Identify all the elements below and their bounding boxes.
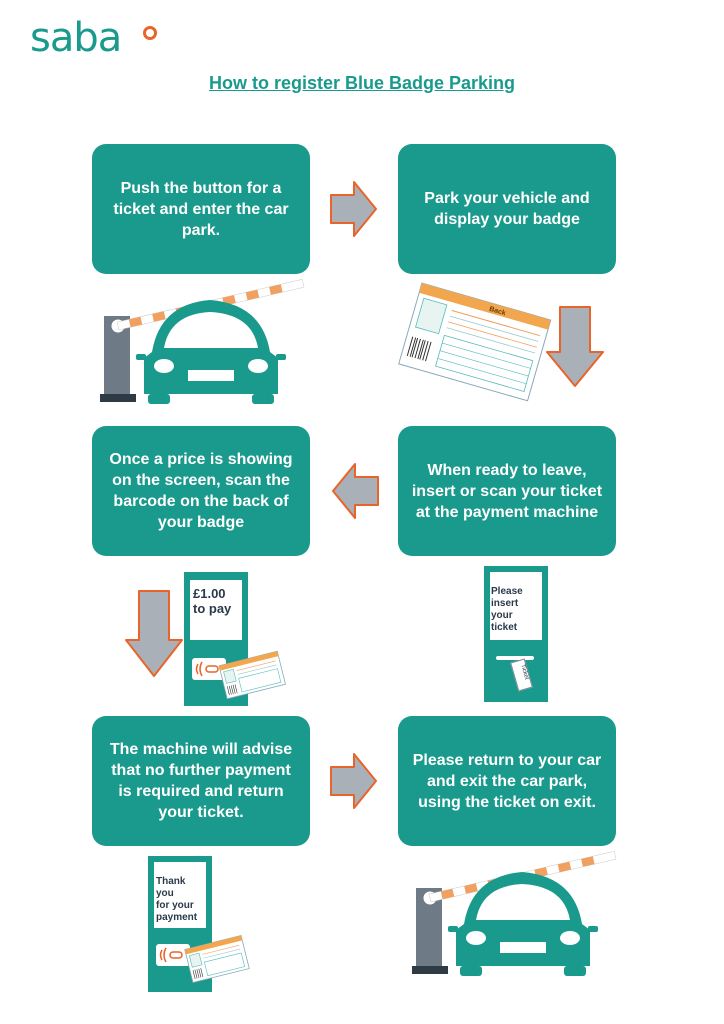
ticket-label: Ticket bbox=[519, 663, 530, 681]
machine-screen: Thank you for your payment bbox=[154, 862, 206, 928]
machine-screen: Please insert your ticket bbox=[490, 572, 542, 640]
step-6-text: Please return to your car and exit the c… bbox=[412, 751, 602, 811]
insert-line-2: insert bbox=[491, 598, 519, 609]
step-1-text: Push the button for a ticket and enter t… bbox=[113, 179, 289, 239]
arrow-left-icon bbox=[332, 463, 379, 519]
step-3-text: When ready to leave, insert or scan your… bbox=[411, 461, 603, 521]
contactless-reader bbox=[192, 658, 226, 680]
car-barrier-illustration bbox=[412, 851, 617, 976]
saba-logo: saba bbox=[30, 15, 122, 61]
thanks-line-1: Thank you bbox=[156, 876, 186, 899]
payment-machine-thanks: Thank you for your payment bbox=[148, 856, 212, 992]
thanks-line-2: for your bbox=[156, 900, 194, 911]
logo-dot-icon bbox=[143, 26, 157, 40]
insert-line-3: your ticket bbox=[491, 610, 518, 633]
arrow-right-icon bbox=[330, 181, 377, 237]
car-barrier-illustration bbox=[100, 279, 305, 404]
ticket-slot bbox=[496, 656, 534, 660]
arrow-down-icon bbox=[125, 590, 183, 677]
contactless-icon bbox=[159, 947, 183, 963]
price-label: to pay bbox=[193, 601, 232, 616]
step-1-box: Push the button for a ticket and enter t… bbox=[92, 144, 310, 274]
payment-machine-insert: Please insert your ticket Ticket bbox=[484, 566, 548, 702]
step-2-text: Park your vehicle and display your badge bbox=[424, 190, 590, 228]
page-title: How to register Blue Badge Parking bbox=[208, 73, 516, 93]
badge-back-label: Back bbox=[488, 306, 506, 317]
step-6-box: Please return to your car and exit the c… bbox=[398, 716, 616, 846]
machine-screen: £1.00 to pay bbox=[190, 580, 242, 640]
step-5-text: The machine will advise that no further … bbox=[109, 741, 293, 821]
step-3-box: When ready to leave, insert or scan your… bbox=[398, 426, 616, 556]
price-amount: £1.00 bbox=[193, 586, 226, 601]
payment-machine-price: £1.00 to pay bbox=[184, 572, 248, 706]
contactless-reader bbox=[156, 944, 190, 966]
step-2-box: Park your vehicle and display your badge bbox=[398, 144, 616, 274]
blue-badge-card-illustration bbox=[184, 935, 250, 983]
thanks-line-3: payment bbox=[156, 912, 198, 923]
step-4-box: Once a price is showing on the screen, s… bbox=[92, 426, 310, 556]
insert-line-1: Please bbox=[491, 586, 523, 597]
arrow-down-icon bbox=[546, 306, 604, 387]
blue-badge-card-illustration: Back bbox=[398, 282, 552, 402]
arrow-right-icon bbox=[330, 753, 377, 809]
step-4-text: Once a price is showing on the screen, s… bbox=[109, 451, 293, 531]
contactless-icon bbox=[195, 661, 219, 677]
step-5-box: The machine will advise that no further … bbox=[92, 716, 310, 846]
ticket-icon: Ticket bbox=[510, 658, 533, 692]
blue-badge-card-illustration bbox=[218, 650, 286, 700]
